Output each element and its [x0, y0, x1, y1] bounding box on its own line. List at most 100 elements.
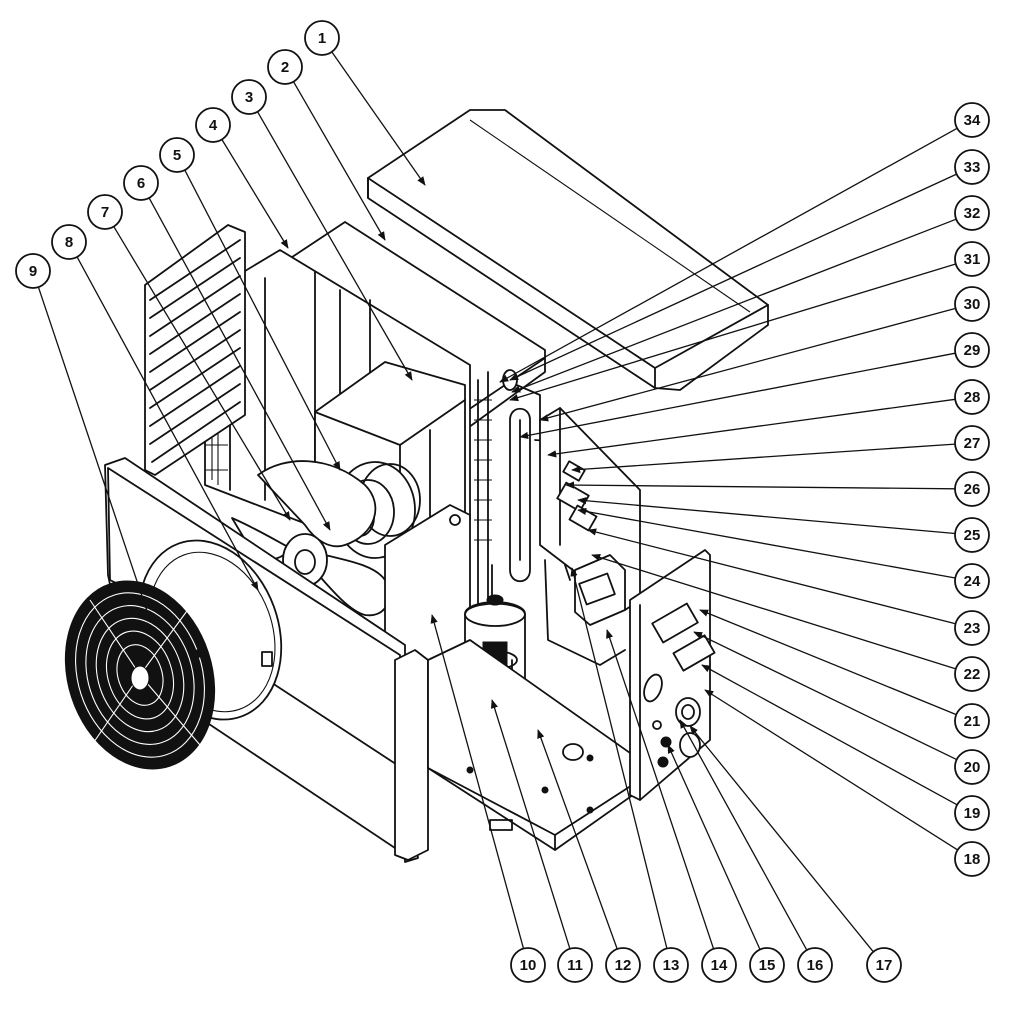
callout-circle-7: [87, 194, 123, 230]
base-tray: [427, 639, 641, 851]
callout-29: 29: [954, 332, 990, 368]
leader-line-18: [704, 689, 958, 851]
callout-number-27: 27: [964, 435, 981, 452]
callout-circle-19: [954, 795, 990, 831]
callout-circle-23: [954, 610, 990, 646]
leader-line-24: [577, 507, 956, 579]
callout-circle-4: [195, 107, 231, 143]
callout-circle-13: [653, 947, 689, 983]
leader-line-27: [571, 443, 956, 474]
callout-number-16: 16: [807, 957, 824, 974]
callout-number-18: 18: [964, 851, 981, 868]
callout-number-10: 10: [520, 957, 537, 974]
callout-4: 4: [195, 107, 231, 143]
callout-circle-1: [304, 20, 340, 56]
callout-circle-30: [954, 286, 990, 322]
callout-circle-2: [267, 49, 303, 85]
callout-11: 11: [557, 947, 593, 983]
fan-guard: [64, 580, 216, 770]
side-louver-grille: [144, 224, 246, 476]
leader-line-8: [76, 256, 259, 591]
leader-line-1: [331, 51, 426, 186]
callout-14: 14: [701, 947, 737, 983]
callout-number-1: 1: [318, 30, 326, 47]
leader-line-19: [701, 664, 958, 806]
callout-circle-20: [954, 749, 990, 785]
callout-number-19: 19: [964, 805, 981, 822]
callout-circle-11: [557, 947, 593, 983]
leader-line-7: [113, 226, 291, 521]
leader-line-10: [430, 614, 525, 949]
callout-number-7: 7: [101, 204, 109, 221]
leader-line-4: [221, 139, 289, 249]
callout-19: 19: [954, 795, 990, 831]
callout-circle-17: [866, 947, 902, 983]
callout-33: 33: [954, 149, 990, 185]
callout-circle-27: [954, 425, 990, 461]
leader-line-11: [490, 699, 571, 949]
leader-line-6: [148, 197, 331, 531]
leader-line-23: [587, 528, 956, 625]
leader-line-2: [292, 81, 386, 241]
callout-20: 20: [954, 749, 990, 785]
leader-line-33: [509, 173, 957, 381]
callout-5: 5: [159, 137, 195, 173]
callout-number-5: 5: [173, 147, 181, 164]
callout-17: 17: [866, 947, 902, 983]
callout-circle-3: [231, 79, 267, 115]
leader-line-30: [539, 307, 956, 422]
callout-circle-5: [159, 137, 195, 173]
leader-line-14: [606, 629, 715, 950]
callout-number-15: 15: [759, 957, 776, 974]
callout-circle-10: [510, 947, 546, 983]
leader-line-32: [511, 218, 957, 393]
callout-31: 31: [954, 241, 990, 277]
callout-number-9: 9: [29, 263, 37, 280]
leader-line-34: [499, 127, 958, 383]
callout-circle-18: [954, 841, 990, 877]
callout-1: 1: [304, 20, 340, 56]
callout-circle-29: [954, 332, 990, 368]
callout-3: 3: [231, 79, 267, 115]
callout-number-29: 29: [964, 342, 981, 359]
callout-circle-15: [749, 947, 785, 983]
leader-line-20: [693, 631, 957, 761]
leader-line-9: [37, 286, 151, 621]
callout-circle-16: [797, 947, 833, 983]
refrigerant-piping: [474, 369, 557, 611]
callout-number-13: 13: [663, 957, 680, 974]
leader-line-5: [184, 169, 341, 471]
callout-6: 6: [123, 165, 159, 201]
callout-circle-14: [701, 947, 737, 983]
callout-8: 8: [51, 224, 87, 260]
callout-number-14: 14: [711, 957, 728, 974]
callout-23: 23: [954, 610, 990, 646]
callout-circle-24: [954, 563, 990, 599]
leader-line-21: [699, 609, 957, 716]
callout-circle-21: [954, 703, 990, 739]
callout-7: 7: [87, 194, 123, 230]
callout-number-25: 25: [964, 527, 981, 544]
callout-12: 12: [605, 947, 641, 983]
callout-15: 15: [749, 947, 785, 983]
callout-number-6: 6: [137, 175, 145, 192]
callout-10: 10: [510, 947, 546, 983]
callout-number-33: 33: [964, 159, 981, 176]
callout-circle-12: [605, 947, 641, 983]
side-end-panel: [629, 549, 716, 801]
callout-number-24: 24: [964, 573, 981, 590]
callout-13: 13: [653, 947, 689, 983]
callout-number-32: 32: [964, 205, 981, 222]
leader-line-31: [509, 263, 956, 402]
callout-26: 26: [954, 471, 990, 507]
callout-number-31: 31: [964, 251, 981, 268]
callout-number-22: 22: [964, 666, 981, 683]
callout-2: 2: [267, 49, 303, 85]
leader-line-28: [547, 398, 956, 458]
callout-circle-26: [954, 471, 990, 507]
callout-number-28: 28: [964, 389, 981, 406]
top-cover: [367, 109, 769, 391]
callout-circle-34: [954, 102, 990, 138]
leader-lines: [37, 51, 958, 953]
